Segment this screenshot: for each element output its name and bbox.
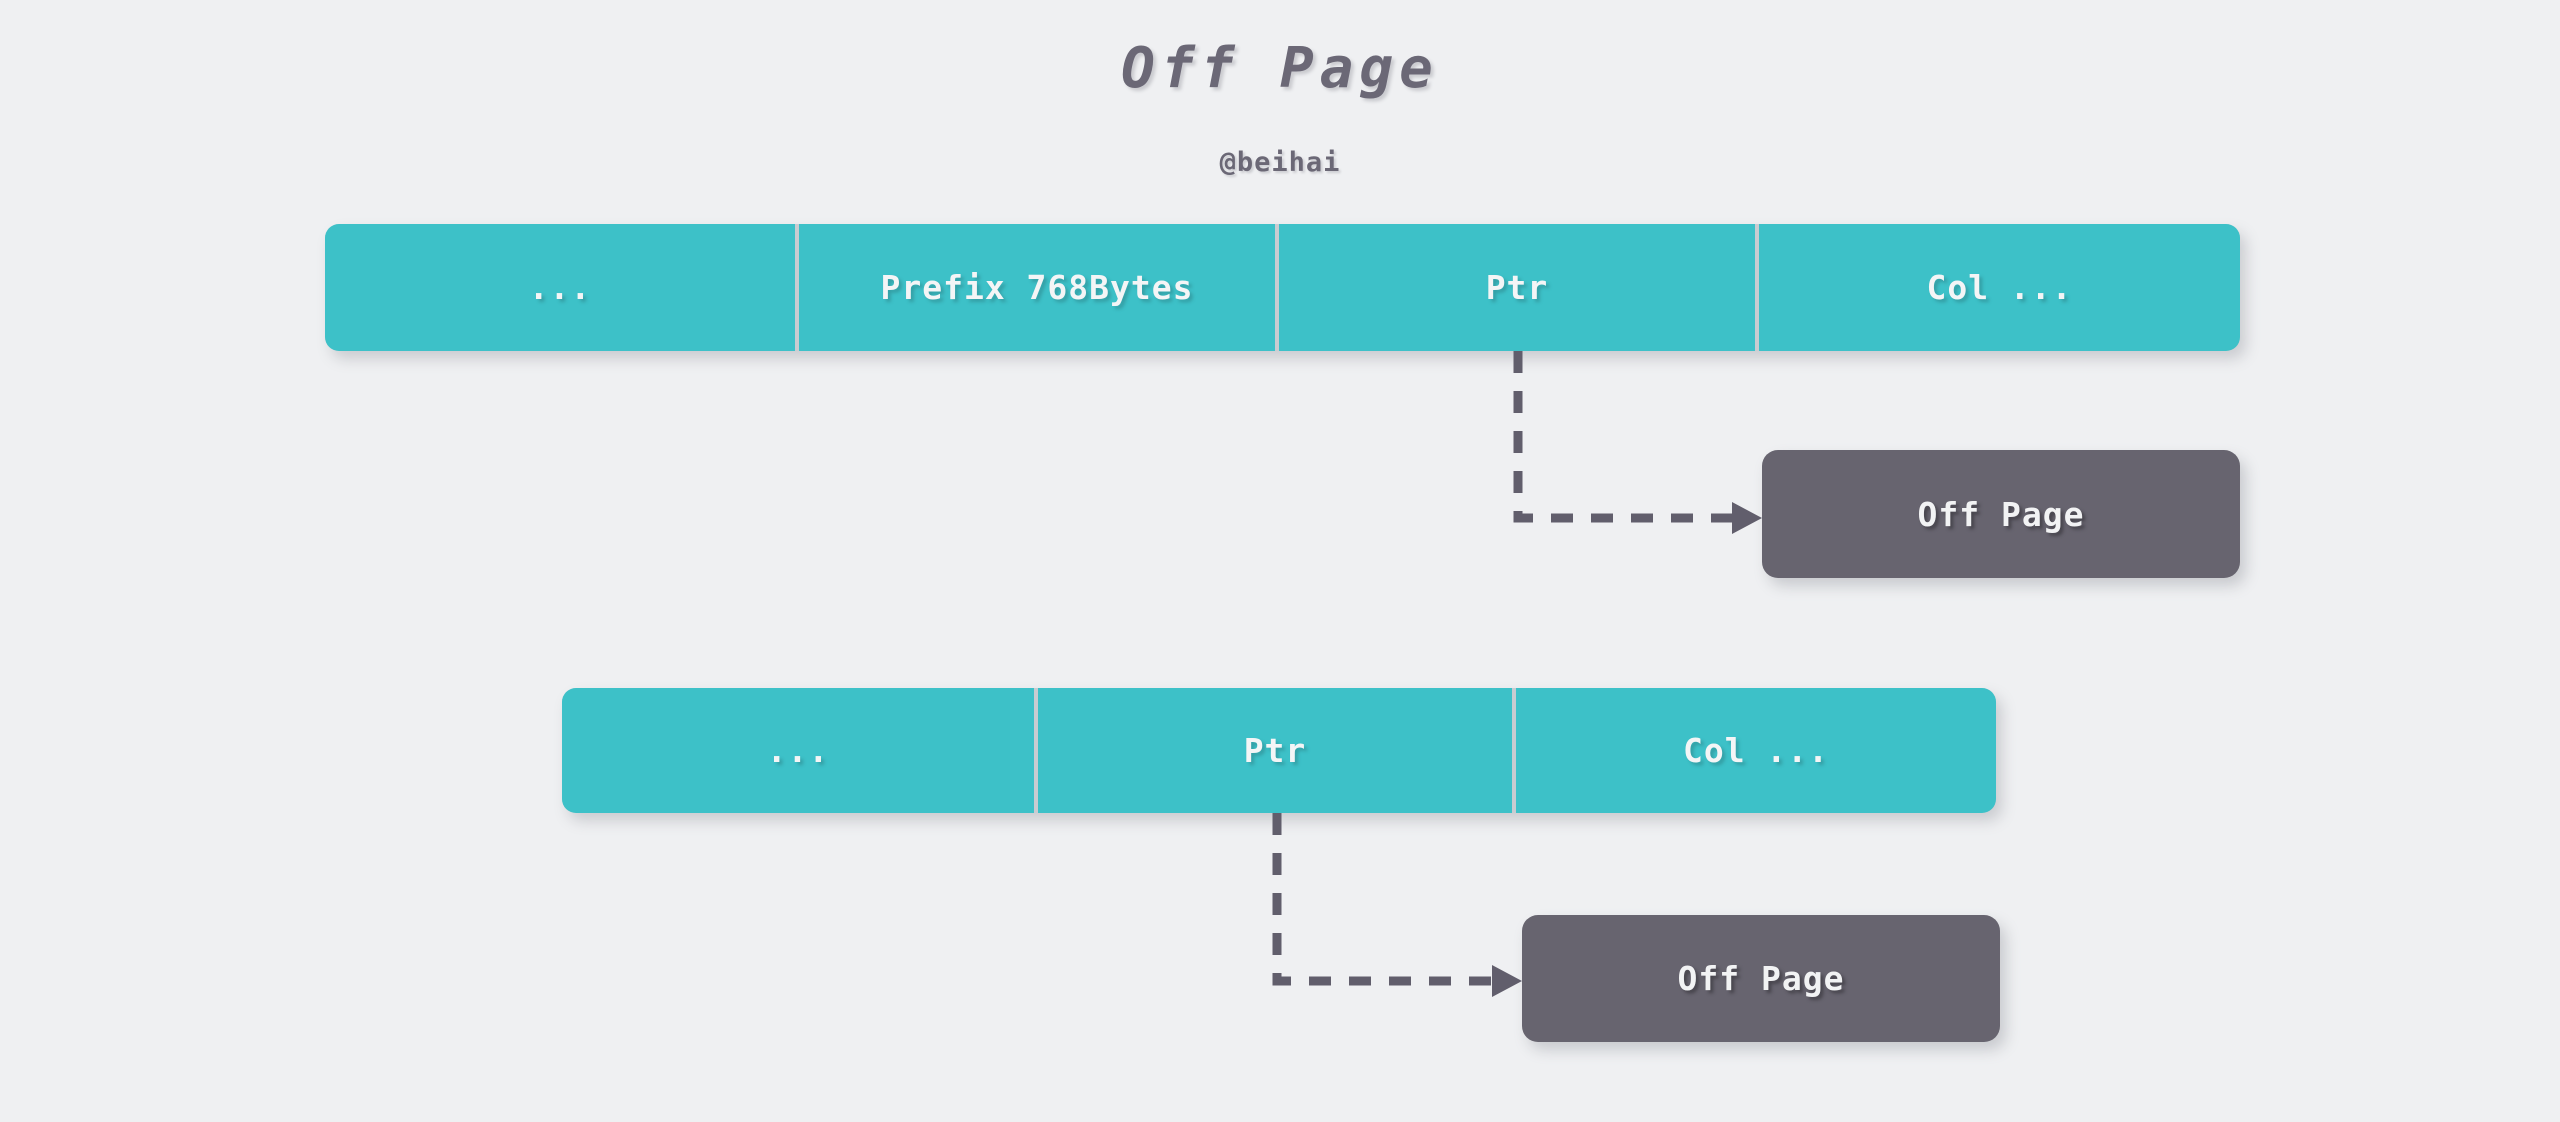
offpage-box-2: Off Page xyxy=(1522,915,2000,1042)
row2-cell-ellipsis: ... xyxy=(562,688,1034,813)
record-row-with-prefix: ... Prefix 768Bytes Ptr Col ... xyxy=(325,224,2240,351)
row1-cell-ellipsis: ... xyxy=(325,224,795,351)
row2-cell-col-ellipsis: Col ... xyxy=(1516,688,1996,813)
row1-cell-prefix-768bytes: Prefix 768Bytes xyxy=(799,224,1275,351)
connector-arrow-row1 xyxy=(1513,351,1735,523)
page-subtitle-author: @beihai xyxy=(1219,147,1341,178)
arrowhead-icon-row2 xyxy=(1492,965,1522,997)
record-row-without-prefix: ... Ptr Col ... xyxy=(562,688,1996,813)
arrowhead-icon-row1 xyxy=(1732,502,1762,534)
row1-cell-pointer: Ptr xyxy=(1279,224,1755,351)
connector-arrow-row2 xyxy=(1272,813,1495,986)
page-title: Off Page xyxy=(1121,36,1439,101)
row1-cell-col-ellipsis: Col ... xyxy=(1759,224,2240,351)
offpage-box-1: Off Page xyxy=(1762,450,2240,578)
row2-cell-pointer: Ptr xyxy=(1038,688,1512,813)
